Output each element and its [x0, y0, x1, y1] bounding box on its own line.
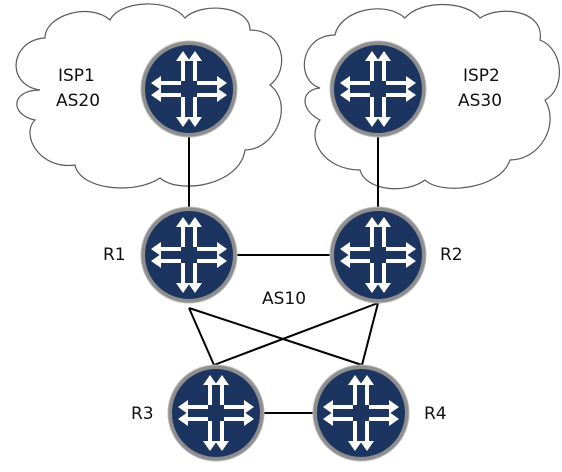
link-r1-r3 [188, 307, 215, 366]
isp1-name-label: ISP1 [58, 66, 95, 86]
r2-label: R2 [440, 245, 463, 265]
r4-label: R4 [424, 404, 447, 424]
link-r1-r4 [188, 307, 363, 366]
as10-label: AS10 [262, 289, 306, 309]
link-r2-r3 [213, 302, 379, 366]
router-r1 [140, 206, 238, 304]
router-r4 [312, 364, 410, 462]
isp1-as-label: AS20 [56, 91, 100, 111]
router-r3 [167, 364, 265, 462]
r3-label: R3 [131, 404, 154, 424]
router-r2 [329, 206, 427, 304]
links [188, 135, 379, 414]
r1-label: R1 [103, 245, 126, 265]
router-isp2 [329, 40, 427, 138]
link-r2-r4 [361, 302, 379, 366]
isp2-as-label: AS30 [458, 91, 502, 111]
router-isp1 [140, 40, 238, 138]
isp2-name-label: ISP2 [463, 66, 500, 86]
